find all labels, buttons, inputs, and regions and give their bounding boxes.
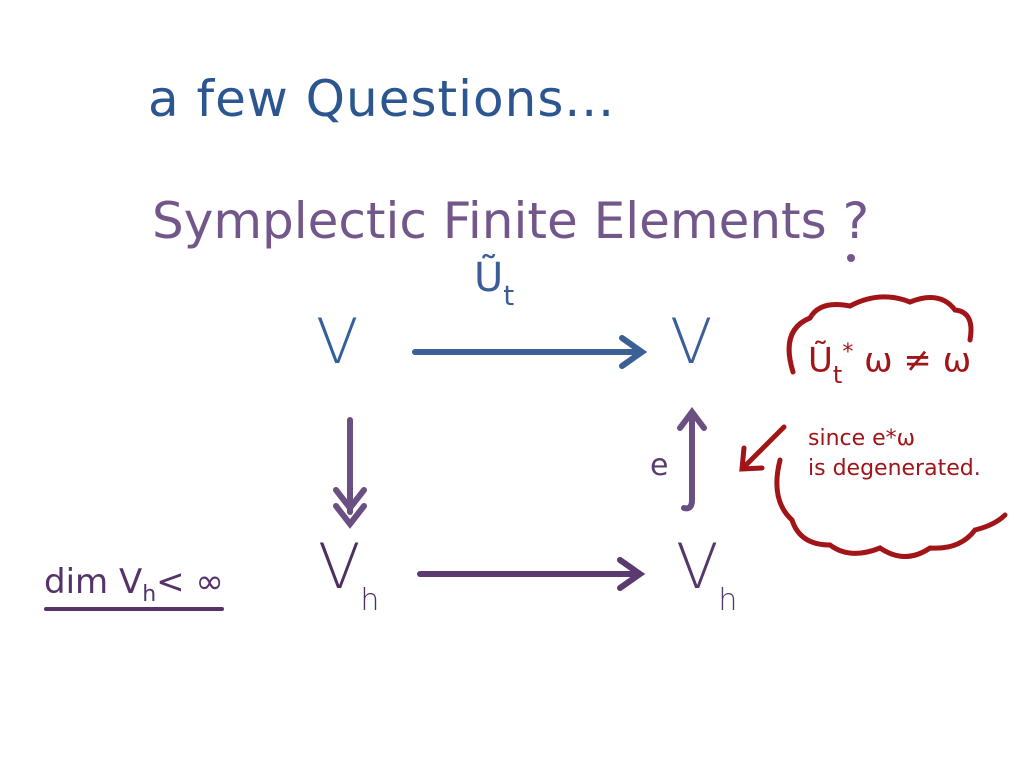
underline bbox=[44, 607, 224, 611]
formula-base: Ũ bbox=[808, 340, 833, 381]
annotation-line: since e*ω bbox=[808, 426, 916, 451]
annotation-explanation: since e*ω is degenerated. bbox=[808, 424, 981, 484]
note-rest: < ∞ bbox=[156, 562, 224, 602]
node-sub: h bbox=[360, 583, 380, 618]
top-arrow-label: Ũt bbox=[474, 255, 514, 312]
node-base: V bbox=[318, 530, 361, 603]
arrow-bottom-horizontal bbox=[417, 557, 646, 591]
label-sub: t bbox=[503, 279, 515, 312]
annotation-formula: Ũt* ω ≠ ω bbox=[808, 340, 972, 389]
node-bottom-left: Vh bbox=[318, 530, 379, 618]
note-sub: h bbox=[142, 582, 157, 607]
arrow-top-horizontal bbox=[412, 335, 648, 369]
formula-sup: * bbox=[842, 340, 854, 365]
node-top-left: V bbox=[316, 305, 359, 378]
annotation-cloud bbox=[774, 294, 1008, 559]
label-base: Ũ bbox=[474, 255, 504, 301]
annotation-line: is degenerated. bbox=[808, 456, 981, 481]
slide-subtitle: Symplectic Finite Elements ? bbox=[152, 192, 870, 250]
node-sub: h bbox=[718, 583, 738, 618]
formula-sub: t bbox=[832, 361, 843, 390]
formula-rest: ω ≠ ω bbox=[853, 340, 972, 381]
annotation-arrow bbox=[739, 424, 787, 472]
arrow-left-down-double bbox=[333, 417, 367, 529]
arrow-right-up-inclusion bbox=[677, 407, 707, 512]
node-bottom-right: Vh bbox=[676, 530, 737, 618]
note-text: dim V bbox=[44, 562, 143, 602]
question-dot bbox=[847, 254, 855, 262]
slide-title: a few Questions... bbox=[148, 70, 616, 128]
node-base: V bbox=[676, 530, 719, 603]
node-top-right: V bbox=[670, 305, 713, 378]
dimension-note: dim Vh< ∞ bbox=[44, 562, 224, 607]
inclusion-label: e bbox=[650, 448, 669, 483]
